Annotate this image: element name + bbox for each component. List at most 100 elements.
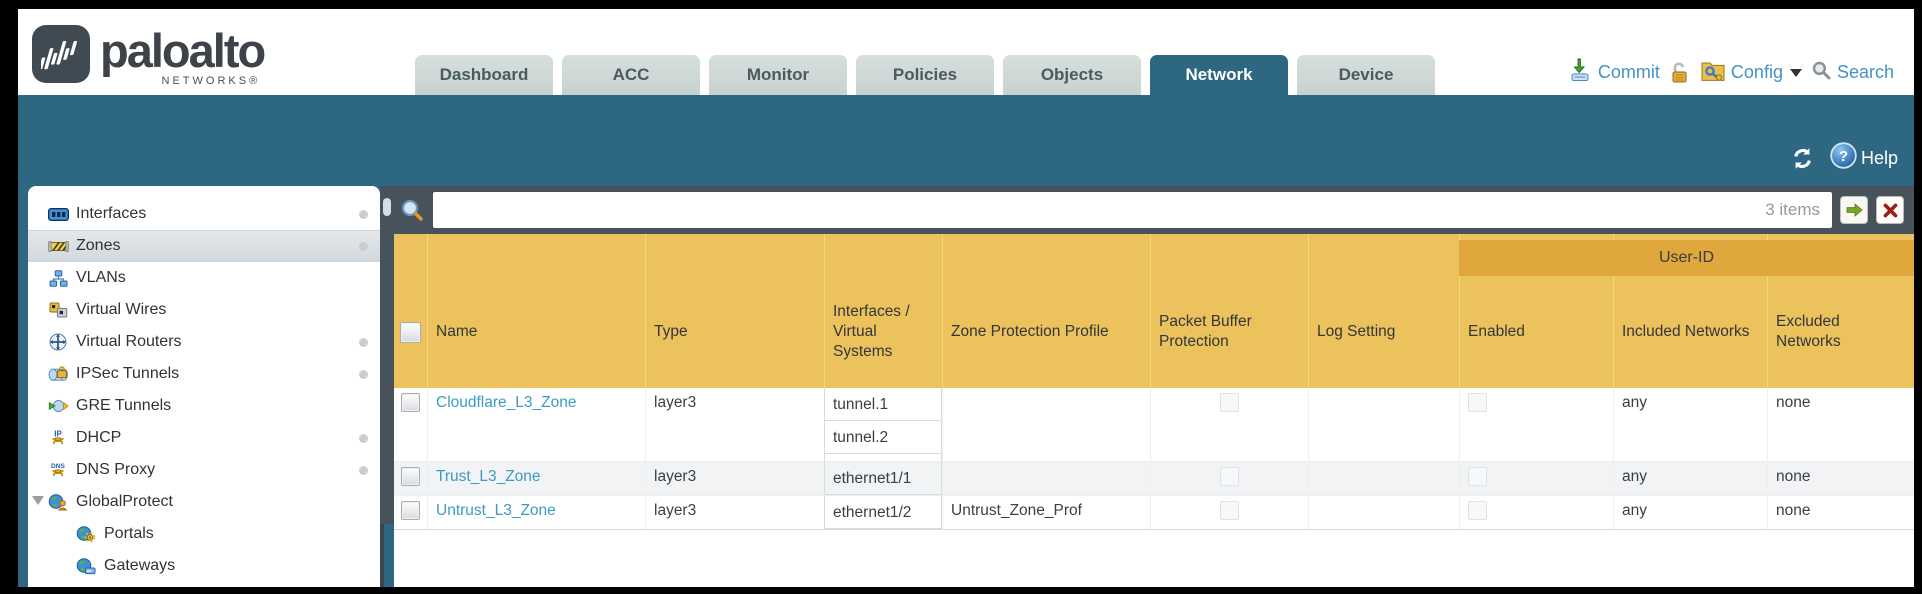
sidebar-item-dns-proxy[interactable]: DNS DNS Proxy <box>28 454 380 486</box>
globalprotect-icon <box>46 493 70 511</box>
packet-buffer-protection-checkbox[interactable] <box>1220 501 1239 520</box>
user-id-enabled-cell <box>1459 496 1613 529</box>
sidebar-item-label: Virtual Wires <box>76 301 167 318</box>
dhcp-icon: IP <box>46 429 70 447</box>
commit-button[interactable]: Commit <box>1569 58 1660 87</box>
sidebar-splitter[interactable] <box>380 186 394 587</box>
zones-main-panel: 3 items User-ID <box>394 186 1914 587</box>
sidebar-item-label: Portals <box>104 525 154 542</box>
interface-item: ethernet1/2 <box>825 496 941 529</box>
tab-policies[interactable]: Policies <box>856 55 994 95</box>
zone-name-link[interactable]: Trust_L3_Zone <box>436 468 541 485</box>
sidebar-item-gre-tunnels[interactable]: GRE Tunnels <box>28 390 380 422</box>
clear-filter-button[interactable] <box>1876 196 1904 224</box>
tab-acc[interactable]: ACC <box>562 55 700 95</box>
help-button[interactable]: ? Help <box>1830 142 1898 174</box>
zone-name-cell: Cloudflare_L3_Zone <box>427 388 645 461</box>
sidebar-item-virtual-wires[interactable]: Virtual Wires <box>28 294 380 326</box>
zone-name-link[interactable]: Untrust_L3_Zone <box>436 502 556 519</box>
log-setting-cell <box>1308 462 1459 495</box>
excluded-networks-cell: none <box>1767 462 1914 495</box>
status-dot <box>359 433 368 443</box>
row-select-checkbox[interactable] <box>401 501 420 520</box>
commit-icon <box>1569 58 1593 87</box>
config-label: Config <box>1730 62 1783 82</box>
gre-tunnels-icon <box>46 398 70 414</box>
column-header-enabled[interactable]: Enabled <box>1459 234 1613 388</box>
excluded-networks-cell: none <box>1767 388 1914 461</box>
sidebar-item-label: Virtual Routers <box>76 333 182 350</box>
column-header-log-setting[interactable]: Log Setting <box>1308 234 1459 388</box>
header-actions: Commit Config <box>1569 58 1894 87</box>
tab-network[interactable]: Network <box>1150 55 1288 95</box>
virtual-routers-icon <box>46 333 70 351</box>
dns-proxy-icon: DNS <box>46 461 70 479</box>
zone-name-cell: Trust_L3_Zone <box>427 462 645 495</box>
column-header-packet-buffer-protection[interactable]: Packet Buffer Protection <box>1150 234 1308 388</box>
user-id-enabled-checkbox[interactable] <box>1468 393 1487 412</box>
zone-type-cell: layer3 <box>645 462 824 495</box>
svg-text:DNS: DNS <box>51 463 66 470</box>
splitter-handle[interactable] <box>383 198 391 216</box>
sidebar-item-label: GRE Tunnels <box>76 397 172 414</box>
config-menu-button[interactable]: Config <box>1700 59 1802 87</box>
column-header-interfaces[interactable]: Interfaces / Virtual Systems <box>824 234 942 388</box>
user-id-enabled-checkbox[interactable] <box>1468 501 1487 520</box>
search-button[interactable]: Search <box>1811 60 1894 86</box>
sidebar-item-vlans[interactable]: VLANs <box>28 262 380 294</box>
row-select-checkbox[interactable] <box>401 393 420 412</box>
column-header-excluded-networks[interactable]: Excluded Networks <box>1767 234 1914 388</box>
expander-triangle-icon[interactable] <box>32 496 44 505</box>
svg-text:?: ? <box>1839 148 1848 165</box>
zone-protection-profile-cell <box>942 462 1150 495</box>
packet-buffer-protection-checkbox[interactable] <box>1220 393 1239 412</box>
refresh-icon[interactable] <box>1789 146 1816 171</box>
tab-device[interactable]: Device <box>1297 55 1435 95</box>
column-header-included-networks[interactable]: Included Networks <box>1613 234 1767 388</box>
zone-name-link[interactable]: Cloudflare_L3_Zone <box>436 394 577 411</box>
svg-text:IP: IP <box>54 429 62 438</box>
tab-objects[interactable]: Objects <box>1003 55 1141 95</box>
sidebar-item-virtual-routers[interactable]: Virtual Routers <box>28 326 380 358</box>
help-icon: ? <box>1830 142 1857 174</box>
select-all-checkbox-cell <box>394 234 427 388</box>
user-id-enabled-cell <box>1459 462 1613 495</box>
select-all-checkbox[interactable] <box>400 321 421 343</box>
column-header-zone-protection-profile[interactable]: Zone Protection Profile <box>942 234 1150 388</box>
filter-input[interactable] <box>439 195 1766 225</box>
tab-dashboard[interactable]: Dashboard <box>415 55 553 95</box>
sidebar-item-zones[interactable]: Zones <box>28 230 380 262</box>
sidebar-item-gateways[interactable]: Gateways <box>28 550 380 582</box>
sidebar-item-interfaces[interactable]: Interfaces <box>28 198 380 230</box>
zone-type-cell: layer3 <box>645 496 824 529</box>
row-select-checkbox[interactable] <box>401 467 420 486</box>
sidebar-item-ipsec-tunnels[interactable]: IPSec Tunnels <box>28 358 380 390</box>
search-icon <box>1811 60 1832 86</box>
sidebar-item-portals[interactable]: Portals <box>28 518 380 550</box>
items-count: 3 items <box>1765 200 1820 219</box>
sidebar-item-label: Zones <box>76 237 121 254</box>
zones-icon <box>46 239 70 254</box>
tab-monitor[interactable]: Monitor <box>709 55 847 95</box>
sidebar-item-globalprotect[interactable]: GlobalProtect <box>28 486 380 518</box>
help-label: Help <box>1860 147 1898 168</box>
lock-icon[interactable] <box>1669 61 1691 85</box>
column-header-name[interactable]: Name <box>427 234 645 388</box>
column-header-type[interactable]: Type <box>645 234 824 388</box>
sidebar-item-label: DNS Proxy <box>76 461 156 478</box>
teal-banner: ? Help <box>18 95 1914 186</box>
apply-filter-button[interactable] <box>1840 196 1868 224</box>
row-select-cell <box>394 388 427 461</box>
included-networks-cell: any <box>1613 496 1767 529</box>
packet-buffer-protection-checkbox[interactable] <box>1220 467 1239 486</box>
user-id-enabled-checkbox[interactable] <box>1468 467 1487 486</box>
